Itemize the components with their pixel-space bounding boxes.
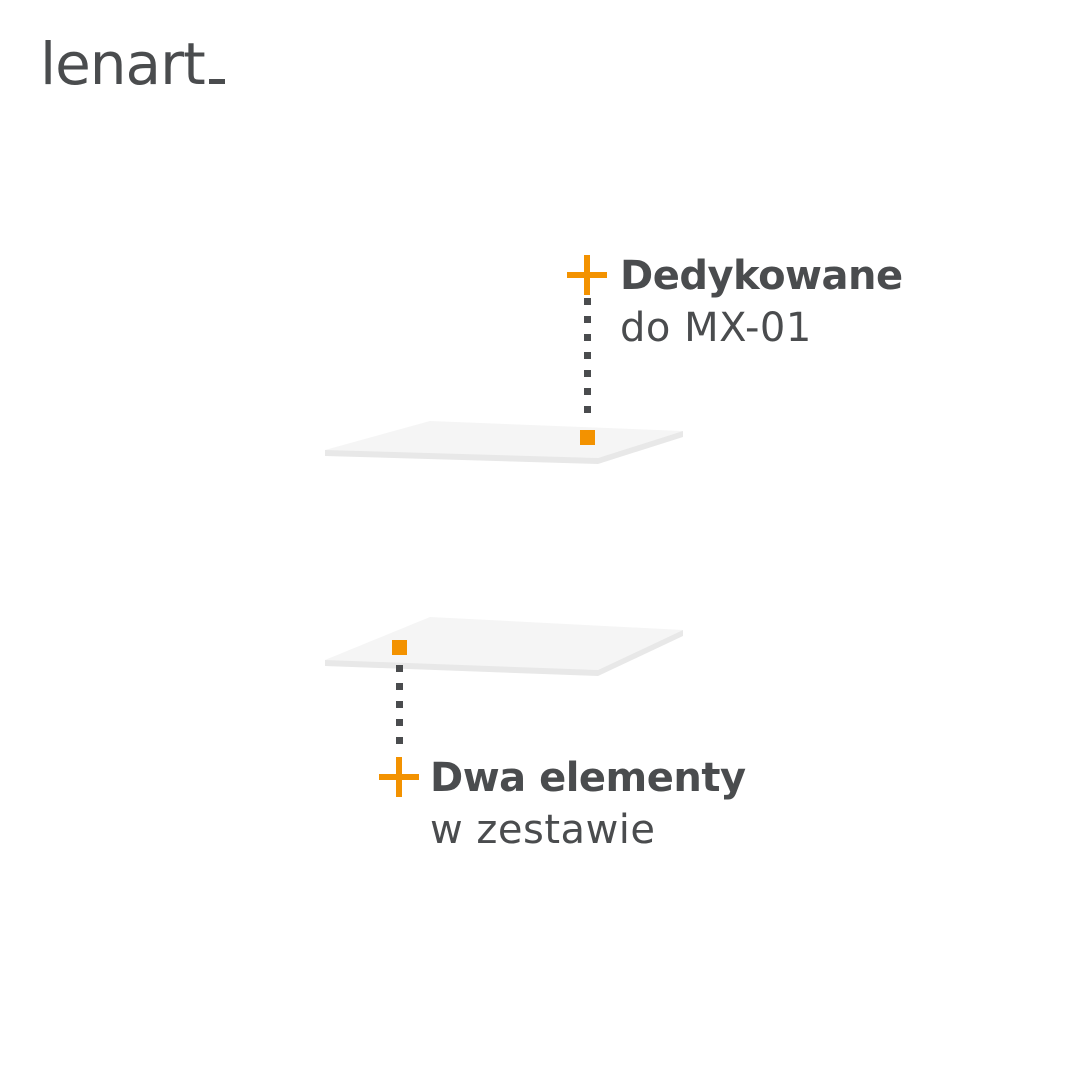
callout-subtitle: w zestawie bbox=[430, 807, 656, 853]
dotted-leader-bottom bbox=[396, 665, 403, 744]
logo-underscore bbox=[208, 79, 225, 84]
callout-title: Dedykowane bbox=[620, 253, 903, 299]
callout-title: Dwa elementy bbox=[430, 755, 746, 801]
brand-logo: lenart bbox=[40, 30, 225, 98]
callout-set-count: Dwa elementy w zestawie bbox=[430, 752, 746, 856]
marker-bottom bbox=[392, 640, 407, 655]
callout-dedicated: Dedykowane do MX-01 bbox=[620, 250, 903, 354]
plus-icon bbox=[379, 757, 419, 797]
callout-subtitle: do MX-01 bbox=[620, 305, 812, 351]
dotted-leader-top bbox=[584, 298, 591, 413]
marker-top bbox=[580, 430, 595, 445]
shelf-bottom bbox=[325, 617, 683, 676]
logo-text: lenart bbox=[40, 30, 206, 98]
shelf-top bbox=[325, 421, 683, 464]
plus-icon bbox=[567, 255, 607, 295]
